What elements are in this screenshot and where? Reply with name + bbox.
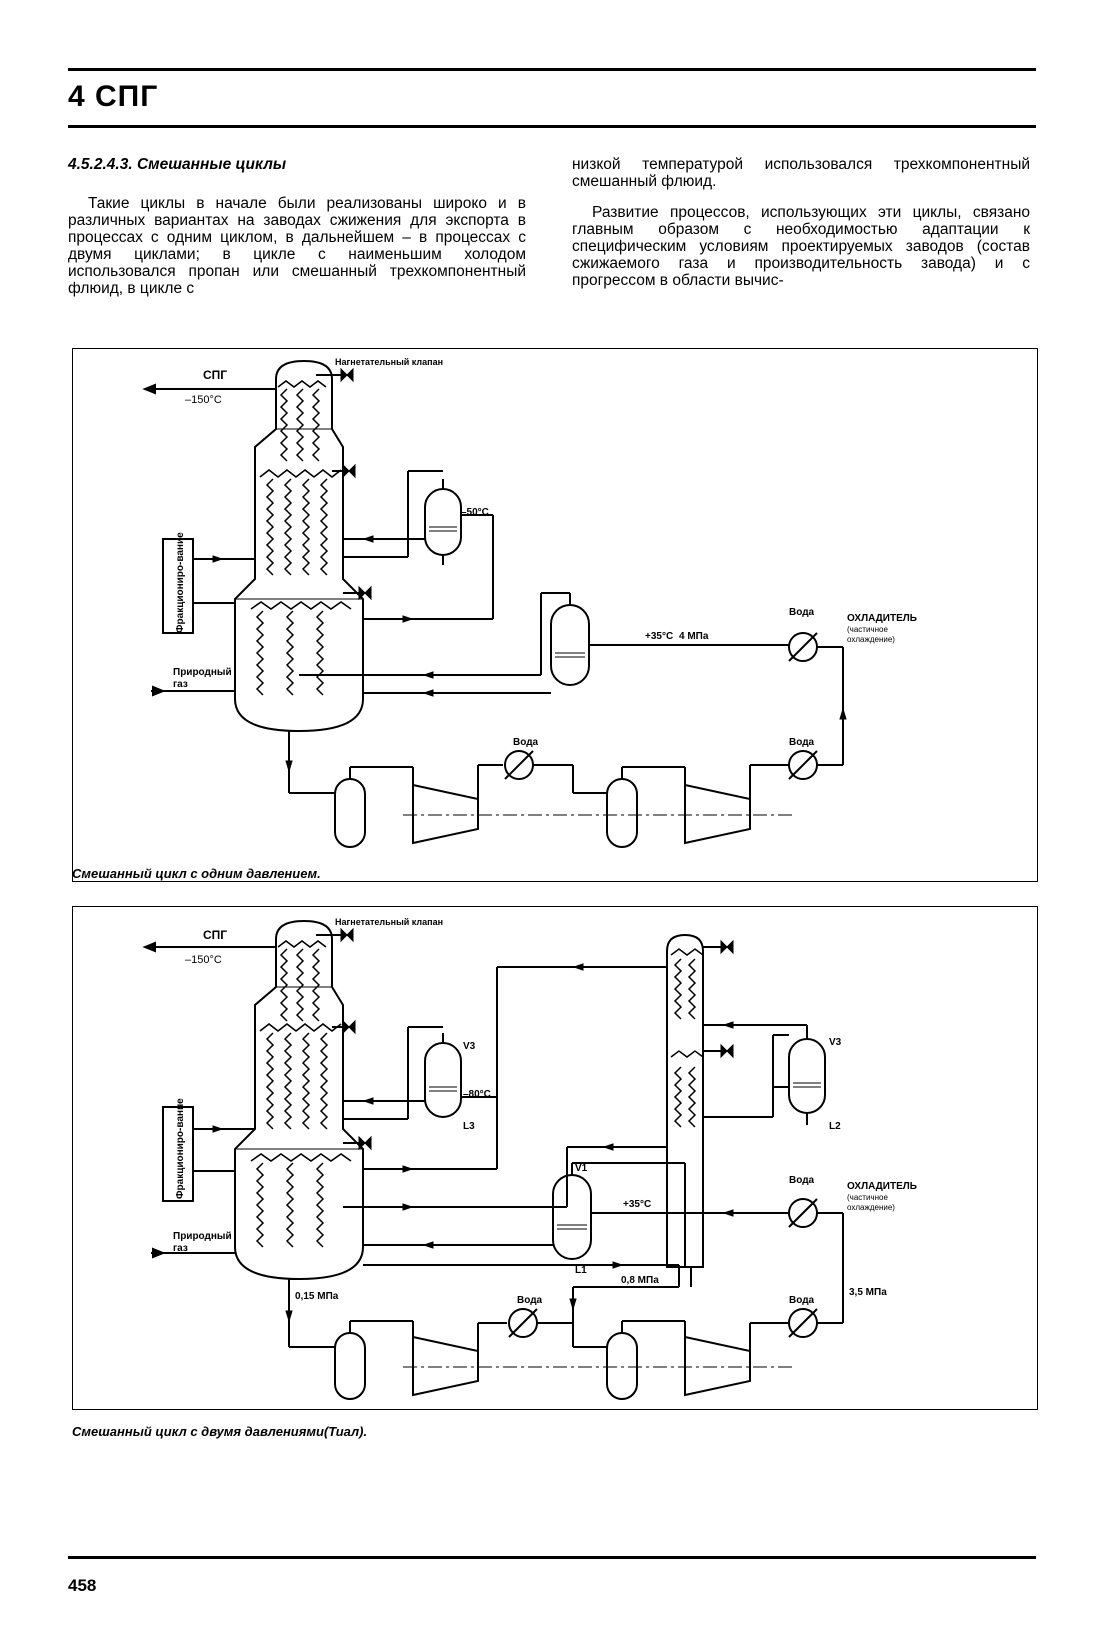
fig1-natural-gas-1: Природный <box>173 667 232 678</box>
fig2-temp-80: –80°C <box>463 1089 491 1100</box>
main-heat-exchanger <box>234 919 364 1281</box>
separator-low <box>343 470 494 623</box>
section-heading: 4.5.2.4.3. Смешанные циклы <box>68 156 287 173</box>
figure-1-diagram: СПГ –150°C Нагнетательный клапан –50°C <box>142 357 917 848</box>
fig2-valve-label: Нагнетательный клапан <box>335 917 443 927</box>
fractionation-unit <box>162 538 255 634</box>
right-paragraph-2: Развитие процессов, использующих эти цик… <box>572 204 1030 289</box>
compressor-train <box>285 731 843 848</box>
fig1-water-2: Вода <box>513 737 539 748</box>
top-rule <box>68 68 1036 71</box>
fig2-press-015: 0,15 МПа <box>295 1291 339 1302</box>
fig1-cooler-sub-2: охлаждение) <box>847 635 895 644</box>
fig2-fractionation: Фракциониро-вание <box>175 1098 186 1199</box>
main-heat-exchanger <box>234 359 364 733</box>
lng-outlet-line <box>142 383 276 395</box>
fig1-valve-label: Нагнетательный клапан <box>335 357 443 367</box>
right-column: низкой температурой использовался трехко… <box>572 156 1030 303</box>
figure-1-caption: Смешанный цикл с одним давлением. <box>72 866 321 881</box>
separator-v1 <box>363 1162 789 1287</box>
left-paragraph: Такие циклы в начале были реализованы ши… <box>68 195 526 297</box>
fig2-l1: L1 <box>575 1265 587 1276</box>
fig1-temp-50: –50°C <box>461 507 489 518</box>
figure-2-diagram: СПГ –150°C Нагнетательный клапан V3 L3 –… <box>142 917 917 1400</box>
cooler-top <box>788 1198 844 1323</box>
fig2-press-08: 0,8 МПа <box>621 1275 659 1286</box>
fig1-lng-label: СПГ <box>203 368 227 382</box>
fig2-l2: L2 <box>829 1121 841 1132</box>
fig1-cooler-sub-1: (частичное <box>847 625 888 634</box>
fig2-cooler-sub-2: охлаждение) <box>847 1203 895 1212</box>
right-paragraph-1: низкой температурой использовался трехко… <box>572 156 1030 190</box>
footer-rule <box>68 1556 1036 1559</box>
expansion-valves <box>316 367 372 601</box>
fractionation-unit <box>162 1106 255 1202</box>
page-number: 458 <box>68 1576 97 1595</box>
fig2-cooler: ОХЛАДИТЕЛЬ <box>847 1181 917 1192</box>
precooling-column <box>343 933 734 1287</box>
fig2-water-2: Вода <box>517 1295 543 1306</box>
fig1-water-1: Вода <box>789 607 815 618</box>
fig2-press-35: 3,5 МПа <box>849 1287 887 1298</box>
expansion-valves <box>316 927 372 1151</box>
lng-outlet-line <box>142 941 276 953</box>
cooler-top <box>788 632 847 765</box>
header-rule <box>68 125 1036 128</box>
fig2-v1: V1 <box>575 1163 588 1174</box>
fig2-water-3: Вода <box>789 1295 815 1306</box>
fig2-water-1: Вода <box>789 1175 815 1186</box>
figure-2-caption: Смешанный цикл с двумя давлениями(Тиал). <box>72 1424 368 1439</box>
chapter-title: 4 СПГ <box>68 80 159 113</box>
fig1-fractionation: Фракциониро-вание <box>175 532 186 633</box>
compressor-train <box>285 1279 843 1400</box>
fig1-temp-35: +35°C <box>645 631 673 642</box>
fig2-cooler-sub-1: (частичное <box>847 1193 888 1202</box>
fig2-temp-35: +35°C <box>623 1199 651 1210</box>
figure-2: СПГ –150°C Нагнетательный клапан V3 L3 –… <box>72 906 1038 1410</box>
fig1-cooler: ОХЛАДИТЕЛЬ <box>847 613 917 624</box>
fig2-v3-right: V3 <box>829 1037 842 1048</box>
fig2-l3: L3 <box>463 1121 475 1132</box>
fig1-lng-temp: –150°C <box>185 394 222 406</box>
fig1-press-4: 4 МПа <box>679 631 709 642</box>
fig2-natural-gas-2: газ <box>173 1243 188 1254</box>
natural-gas-inlet <box>151 1247 235 1259</box>
separator-v3-right <box>703 1021 826 1125</box>
fig2-lng-temp: –150°C <box>185 954 222 966</box>
fig2-lng-label: СПГ <box>203 928 227 942</box>
fig1-natural-gas-2: газ <box>173 679 188 690</box>
fig1-water-3: Вода <box>789 737 815 748</box>
figure-1: СПГ –150°C Нагнетательный клапан –50°C <box>72 348 1038 882</box>
fig2-v3-left: V3 <box>463 1041 476 1052</box>
fig2-natural-gas-1: Природный <box>173 1231 232 1242</box>
left-column: 4.5.2.4.3. Смешанные циклы Такие циклы в… <box>68 156 526 311</box>
natural-gas-inlet <box>151 685 235 697</box>
separator-warm <box>299 592 789 697</box>
